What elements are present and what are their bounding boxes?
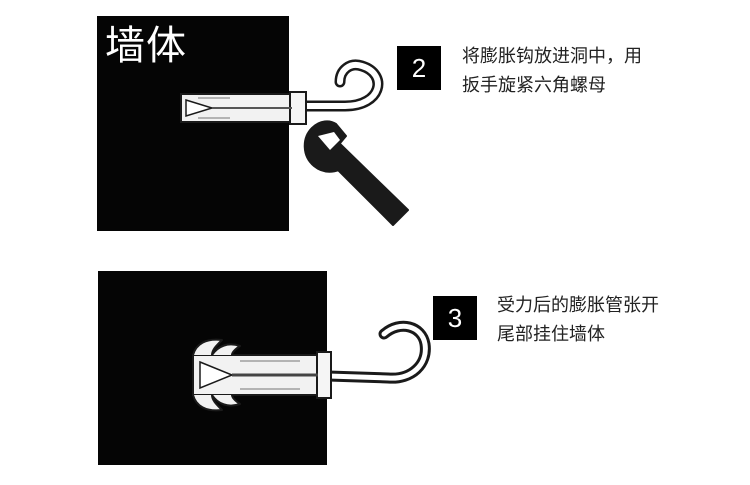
wall-label: 墙体 [105, 23, 187, 69]
step-3-caption: 受力后的膨胀管张开 尾部挂住墙体 [497, 291, 659, 349]
step-3-badge: 3 [433, 296, 477, 340]
step-2-caption-line-2: 扳手旋紧六角螺母 [462, 75, 606, 96]
step-2-badge: 2 [397, 46, 441, 90]
wall-block-step2 [97, 16, 289, 231]
step-2-caption-line-1: 将膨胀钩放进洞中，用 [462, 46, 642, 67]
wall-block-step3 [98, 271, 327, 465]
step-3-caption-line-2: 尾部挂住墙体 [497, 324, 605, 345]
step-3-caption-line-1: 受力后的膨胀管张开 [497, 295, 659, 316]
wrench-icon [303, 120, 409, 226]
step-2-caption: 将膨胀钩放进洞中，用 扳手旋紧六角螺母 [462, 42, 642, 100]
